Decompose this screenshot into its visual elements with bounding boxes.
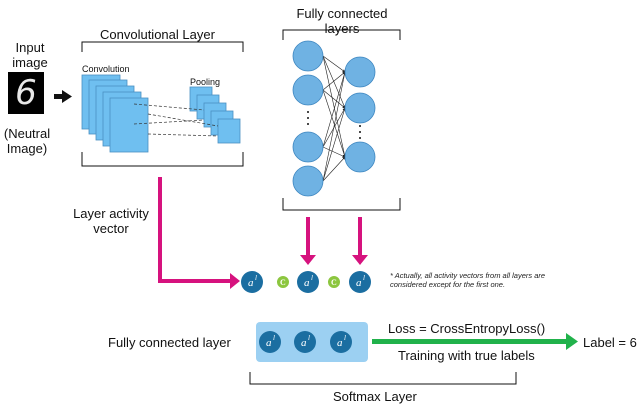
layer-activity-label: Layer activity vector xyxy=(62,206,160,236)
layer-activity-line1: Layer activity xyxy=(73,206,149,221)
conv-projection-lines xyxy=(133,103,219,137)
fc-input-ellipsis xyxy=(307,111,309,125)
activity-node-superscript: l xyxy=(311,274,313,282)
concat-icon xyxy=(327,275,341,289)
softmax-title: Softmax Layer xyxy=(333,389,417,404)
training-label: Training with true labels xyxy=(398,348,535,363)
footnote-line1: * Actually, all activity vectors from al… xyxy=(390,271,546,280)
activity-node xyxy=(349,271,371,293)
activity-node-superscript: l xyxy=(363,274,365,282)
fc-output-node-label: a xyxy=(301,337,307,349)
concat-symbol: C xyxy=(280,278,286,287)
conv-activity-arrowhead xyxy=(230,273,240,289)
fc-output-node-label: a xyxy=(266,337,272,349)
fc-top-title-line2: layers xyxy=(324,21,360,36)
activity-node-label: a xyxy=(304,277,310,289)
convolution-feature-maps xyxy=(81,74,149,153)
fc-bottom-label: Fully connected layer xyxy=(108,335,231,350)
footnote-line2: considered except for the first one. xyxy=(390,280,506,289)
fc-edge xyxy=(322,156,346,182)
fc-hidden-nodes xyxy=(344,56,376,173)
fc-edge xyxy=(322,71,346,91)
fc-edge xyxy=(322,55,346,158)
convolution-label: Convolution xyxy=(82,64,130,74)
input-digit: 6 xyxy=(15,73,37,113)
conv-bottom-bracket xyxy=(81,152,244,167)
fc-output-node-superscript: l xyxy=(344,334,346,342)
fc-hidden-node xyxy=(344,92,376,124)
activity-node xyxy=(241,271,263,293)
fc-input-node xyxy=(292,40,324,72)
activity-node-label: a xyxy=(248,277,254,289)
activity-node xyxy=(297,271,319,293)
fc-edge xyxy=(322,89,346,158)
fc-activity-line-1 xyxy=(306,217,310,257)
fc-top-bracket xyxy=(282,29,401,40)
input-caption-line1: (Neutral xyxy=(3,126,51,141)
footnote: * Actually, all activity vectors from al… xyxy=(390,271,545,289)
fc-edge xyxy=(322,146,346,158)
fc-output-node xyxy=(330,331,352,353)
layer-activity-line2: vector xyxy=(93,221,129,236)
input-title-line2: image xyxy=(12,55,48,70)
softmax-bracket xyxy=(249,372,517,385)
input-caption: (Neutral Image) xyxy=(0,126,54,156)
fc-edge xyxy=(322,55,346,73)
output-label: Label = 6 xyxy=(583,335,637,350)
input-caption-line2: Image) xyxy=(6,141,48,156)
conv-activity-line xyxy=(158,177,162,283)
fc-edge xyxy=(322,107,346,182)
fc-top-title: Fully connected layers xyxy=(282,6,402,36)
fc-input-node xyxy=(292,131,324,163)
fc-output-node xyxy=(294,331,316,353)
fc-edge xyxy=(322,71,346,182)
conv-top-bracket xyxy=(81,41,244,52)
activity-node-superscript: l xyxy=(255,274,257,282)
pooling-label: Pooling xyxy=(190,77,221,87)
fc-hidden-node xyxy=(344,141,376,173)
fc-edge xyxy=(322,71,346,148)
fc-hidden-ellipsis xyxy=(359,125,361,139)
fc-output-node xyxy=(259,331,281,353)
fc-activity-line-2 xyxy=(358,217,362,257)
loss-label: Loss = CrossEntropyLoss() xyxy=(388,321,546,336)
fc-output-node-superscript: l xyxy=(308,334,310,342)
conv-activity-line-horizontal xyxy=(158,279,230,283)
fc-activity-arrowhead-2 xyxy=(352,255,368,265)
fc-input-node xyxy=(292,74,324,106)
concat-symbol: C xyxy=(331,278,337,287)
conv-layer-title: Convolutional Layer xyxy=(100,27,215,42)
fc-top-title-line1: Fully connected xyxy=(296,6,388,21)
fc-bottom-nodes: a l a l a l xyxy=(259,331,352,353)
output-arrow xyxy=(372,333,578,350)
fc-bottom-bracket xyxy=(282,198,401,211)
input-title: Input image xyxy=(8,40,52,70)
fc-connections xyxy=(322,55,346,182)
fc-output-node-superscript: l xyxy=(273,334,275,342)
fc-edge xyxy=(322,89,346,109)
fc-output-node-label: a xyxy=(337,337,343,349)
concat-icon xyxy=(276,275,290,289)
fc-edge xyxy=(322,55,346,109)
input-digit-image: 6 xyxy=(8,72,44,114)
fc-activity-arrowhead-1 xyxy=(300,255,316,265)
activity-vector-row: a l a l a l C C xyxy=(241,271,371,293)
input-title-line1: Input xyxy=(15,40,45,55)
input-arrow xyxy=(54,90,72,103)
activity-node-label: a xyxy=(356,277,362,289)
activity-arrows xyxy=(158,177,368,289)
fc-input-nodes xyxy=(292,40,324,197)
pooling-feature-maps xyxy=(189,86,241,144)
fc-input-node xyxy=(292,165,324,197)
fc-hidden-node xyxy=(344,56,376,88)
